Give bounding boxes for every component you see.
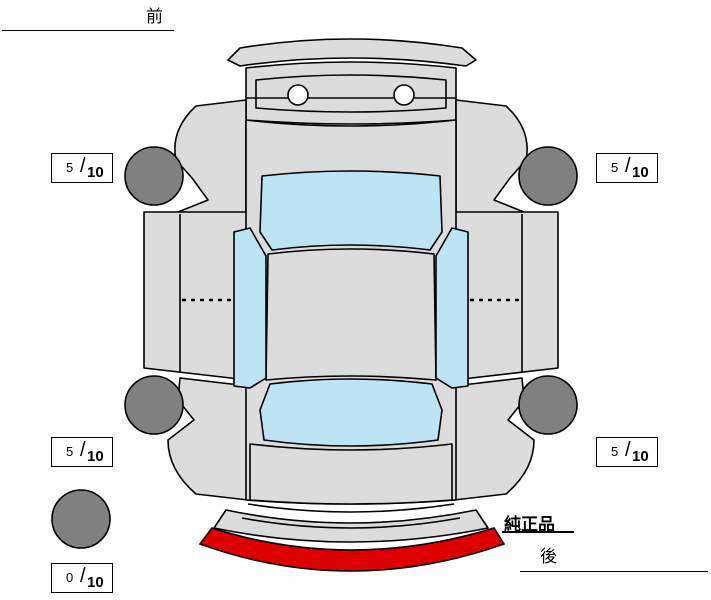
genuine-parts-label: 純正品 (504, 515, 555, 534)
rear-bumper (213, 509, 489, 543)
left-headlight (287, 84, 309, 106)
tread-box-rear-right: 5 / 10 (596, 437, 658, 467)
hood (245, 61, 457, 125)
front-label: 前 (146, 7, 163, 26)
tread-denominator: 10 (87, 448, 104, 465)
rear-label: 後 (540, 547, 557, 566)
front-right-tire-icon (518, 146, 578, 206)
rear-label-underline (520, 571, 708, 572)
tread-slash: / (80, 439, 86, 461)
left-side-panel (143, 211, 249, 381)
left-side-window (233, 227, 267, 389)
right-side-window (435, 227, 469, 389)
right-side-panel (453, 211, 559, 381)
genuine-underline (502, 531, 574, 533)
tread-value: 0 (66, 570, 74, 585)
rear-window (259, 378, 443, 447)
left-front-fender (174, 99, 247, 215)
tread-slash: / (625, 439, 631, 461)
right-front-fender (455, 99, 528, 215)
front-bumper (227, 38, 477, 67)
tread-slash: / (80, 565, 86, 587)
front-left-tire-icon (124, 146, 184, 206)
tread-box-spare: 0 / 10 (51, 563, 113, 593)
left-rear-fender (167, 377, 249, 501)
tread-box-rear-left: 5 / 10 (51, 437, 113, 467)
tread-denominator: 10 (87, 574, 104, 591)
front-label-underline (2, 30, 174, 31)
tread-value: 5 (66, 444, 74, 459)
spare-tire-icon (51, 489, 111, 549)
roof (265, 248, 437, 381)
tread-value: 5 (66, 160, 74, 175)
tread-denominator: 10 (87, 164, 104, 181)
tread-box-front-right: 5 / 10 (596, 153, 658, 183)
rear-bumper-highlight (198, 527, 506, 572)
tread-value: 5 (611, 160, 619, 175)
tread-denominator: 10 (632, 164, 649, 181)
right-rear-fender (453, 377, 535, 501)
tread-box-front-left: 5 / 10 (51, 153, 113, 183)
trunk (249, 443, 453, 505)
tread-slash: / (80, 155, 86, 177)
tread-denominator: 10 (632, 448, 649, 465)
right-headlight (393, 84, 415, 106)
rear-left-tire-icon (124, 375, 184, 435)
rear-right-tire-icon (518, 375, 578, 435)
tread-value: 5 (611, 444, 619, 459)
windshield (259, 170, 443, 251)
tread-slash: / (625, 155, 631, 177)
